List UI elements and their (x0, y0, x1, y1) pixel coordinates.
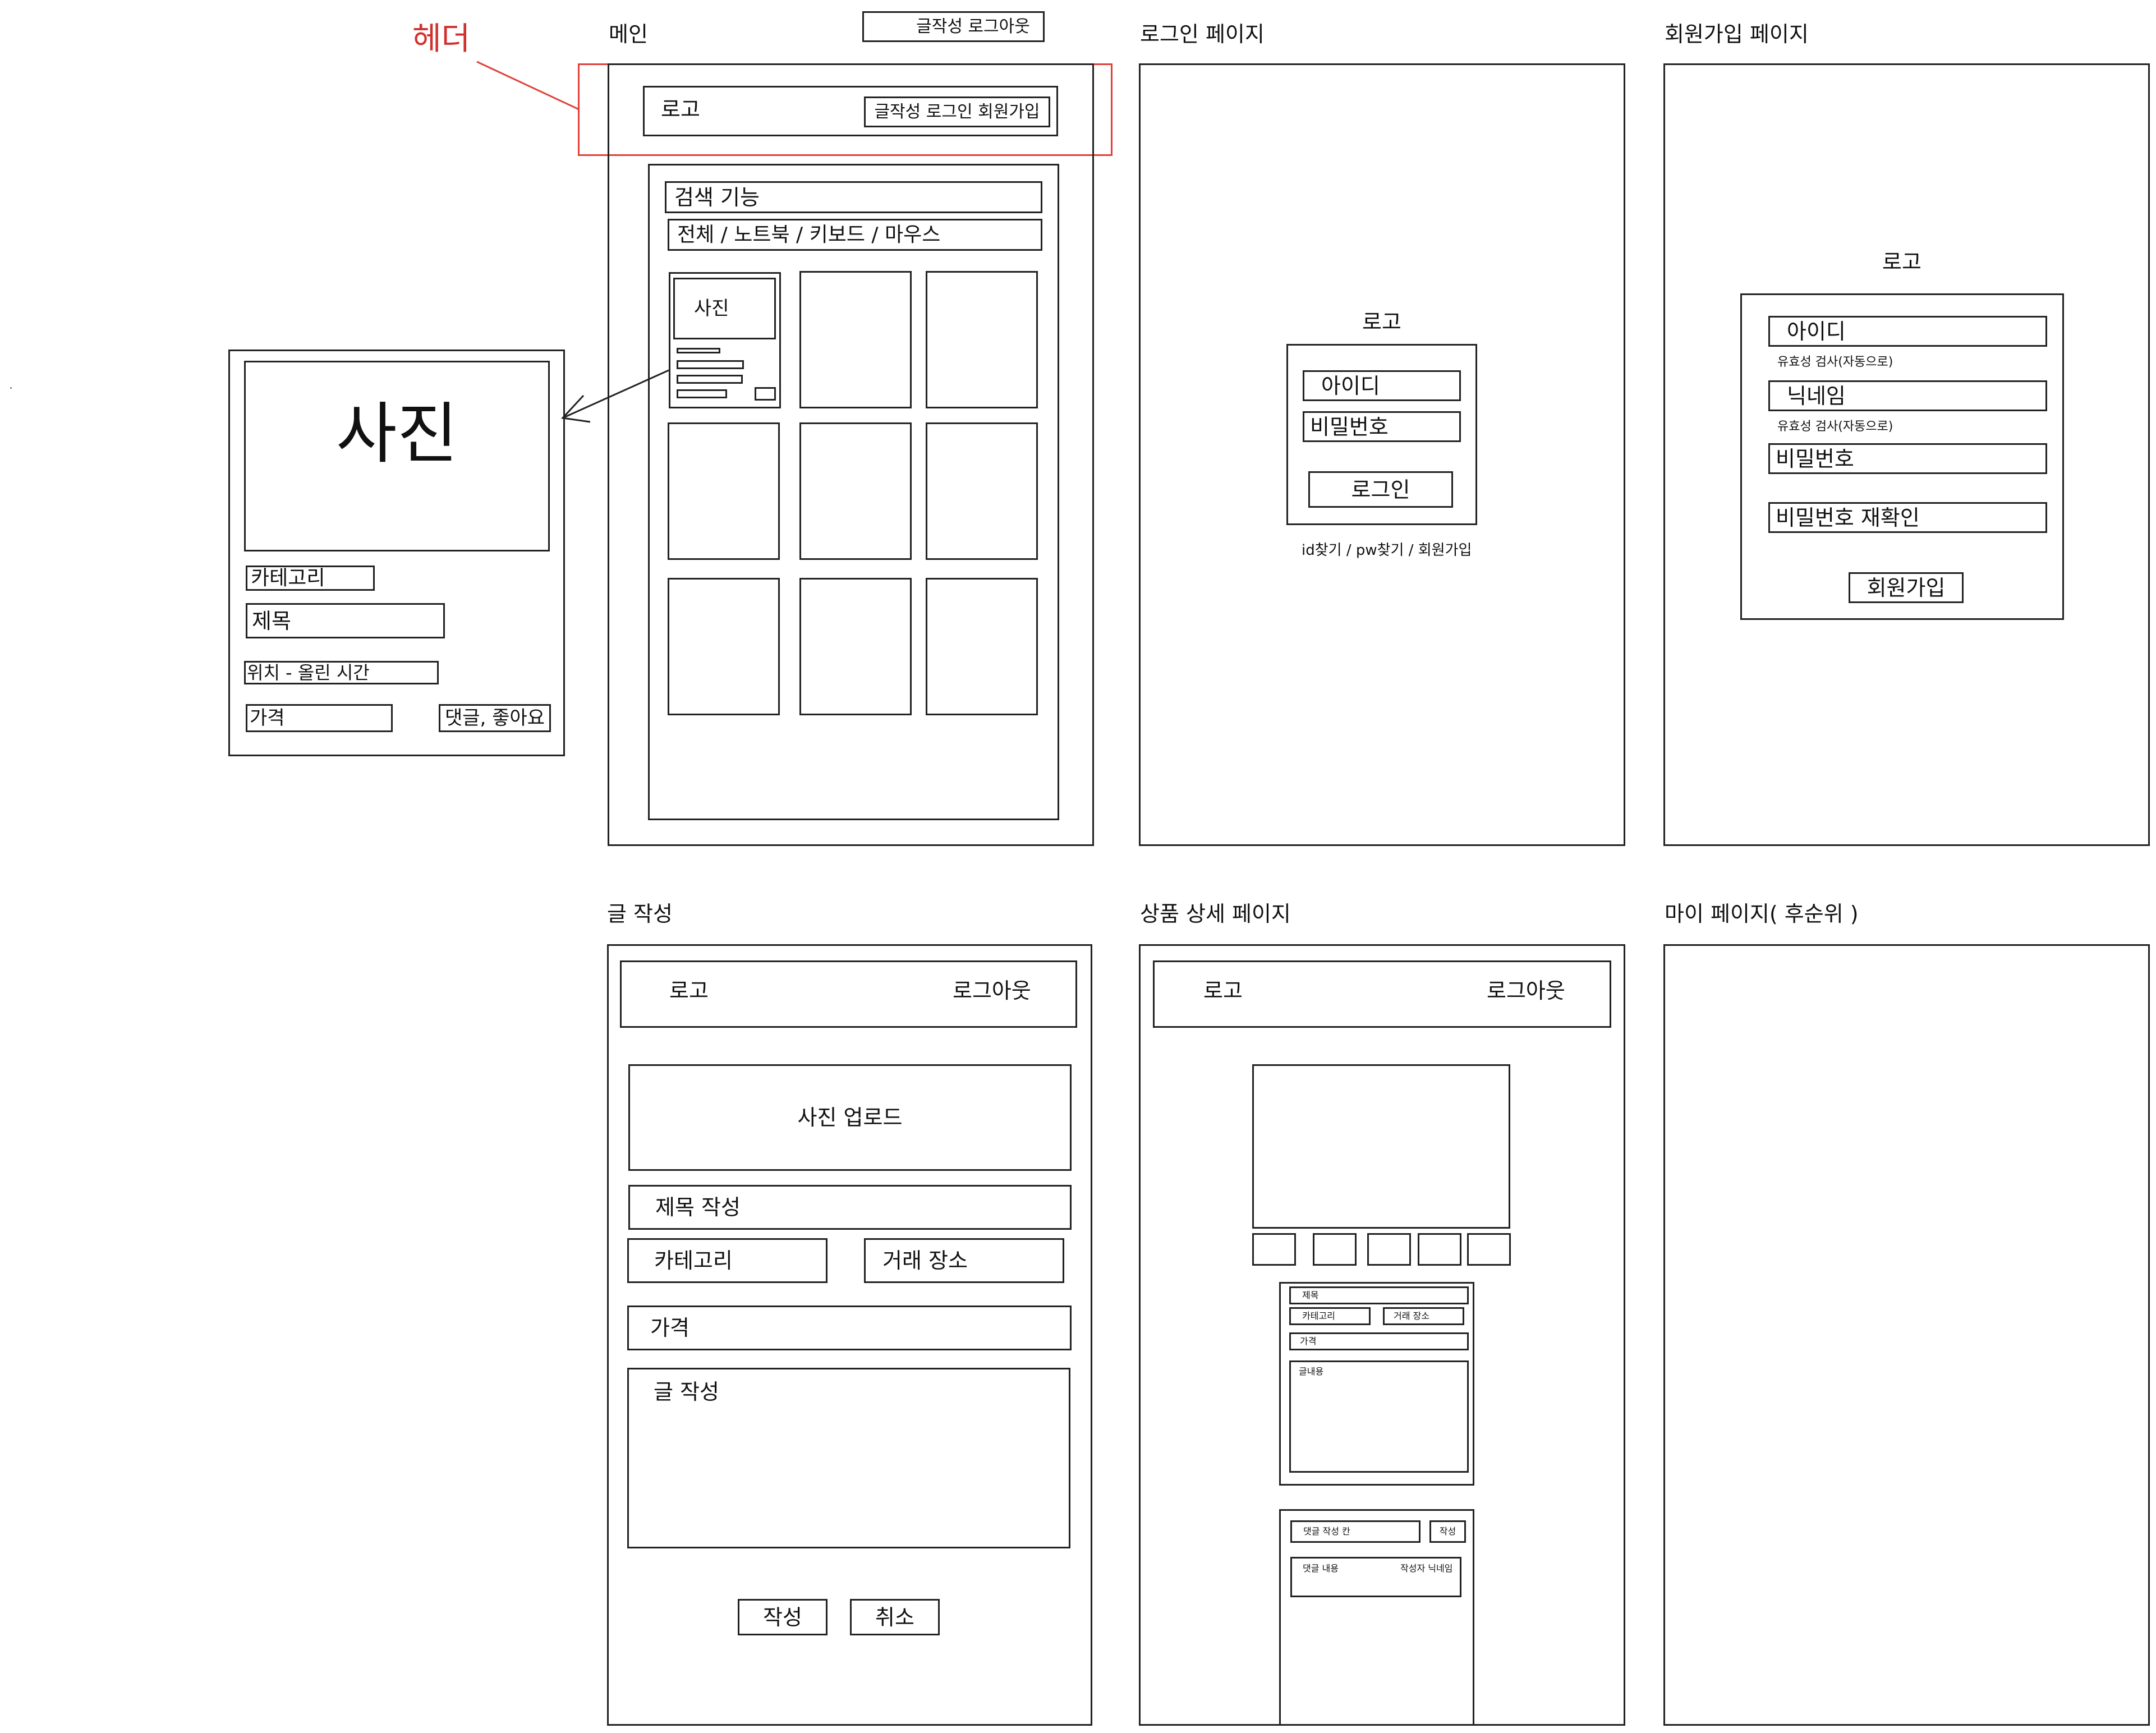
product-card[interactable] (669, 272, 781, 408)
product-card[interactable] (926, 271, 1038, 408)
product-card[interactable] (799, 422, 912, 560)
signup-logo: 로고 (1882, 250, 1921, 274)
main-header (643, 86, 1058, 136)
detail-comment-input[interactable]: 댓글 작성 칸 (1290, 1520, 1421, 1543)
main-header-links[interactable]: 글작성 로그인 회원가입 (864, 96, 1050, 127)
card-detail-frame (228, 350, 565, 756)
main-content (648, 164, 1059, 820)
detail-info-box (1279, 1282, 1474, 1486)
write-logout[interactable]: 로그아웃 (953, 978, 1031, 1003)
write-price-input[interactable]: 가격 (627, 1306, 1072, 1350)
signup-frame (1663, 63, 2150, 846)
card-detail-comments-likes: 댓글, 좋아요 (439, 704, 551, 732)
signup-id-field[interactable]: 아이디 (1768, 316, 2047, 347)
stray-dot (10, 387, 12, 389)
detail-comment-box (1279, 1509, 1474, 1726)
write-logo[interactable]: 로고 (669, 978, 709, 1003)
product-card[interactable] (799, 578, 912, 715)
header-variant-label: 글작성 로그아웃 (916, 16, 1030, 36)
detail-comment-item (1290, 1557, 1461, 1597)
main-frame (608, 63, 1094, 846)
card-detail-title: 제목 (246, 603, 445, 638)
login-frame (1139, 63, 1625, 846)
detail-info-content-label: 글내용 (1299, 1366, 1324, 1377)
detail-info-price: 가격 (1289, 1332, 1469, 1350)
product-card[interactable] (926, 422, 1038, 560)
write-content-input[interactable] (627, 1368, 1070, 1548)
detail-thumbnail[interactable] (1418, 1233, 1461, 1266)
login-logo: 로고 (1362, 310, 1401, 334)
card-line-2 (677, 360, 744, 369)
header-variant-box: 글작성 로그아웃 (862, 11, 1045, 42)
detail-header (1153, 960, 1611, 1028)
mypage-title: 마이 페이지( 후순위 ) (1665, 902, 1859, 926)
card-line-3 (677, 375, 743, 384)
write-place-input[interactable]: 거래 장소 (864, 1238, 1064, 1283)
login-password-field[interactable]: 비밀번호 (1303, 411, 1461, 442)
detail-thumbnail[interactable] (1467, 1233, 1511, 1266)
main-page-title: 메인 (609, 22, 648, 47)
login-page-title: 로그인 페이지 (1140, 22, 1265, 47)
card-detail-category: 카테고리 (246, 566, 375, 591)
main-logo[interactable]: 로고 (661, 97, 700, 122)
search-bar[interactable]: 검색 기능 (665, 181, 1042, 213)
write-submit-button[interactable]: 작성 (738, 1599, 828, 1635)
detail-info-title: 제목 (1289, 1286, 1469, 1304)
detail-comment-content: 댓글 내용 (1303, 1563, 1339, 1574)
write-category-input[interactable]: 카테고리 (627, 1238, 828, 1283)
signup-page-title: 회원가입 페이지 (1665, 22, 1809, 47)
write-content-label: 글 작성 (654, 1380, 719, 1404)
card-line-1 (677, 348, 720, 353)
card-line-4 (677, 389, 727, 398)
detail-info-category: 카테고리 (1289, 1307, 1371, 1325)
login-links[interactable]: id찾기 / pw찾기 / 회원가입 (1302, 542, 1472, 559)
product-card[interactable] (799, 271, 912, 408)
detail-comment-author: 작성자 닉네임 (1400, 1563, 1453, 1574)
login-box (1286, 344, 1477, 525)
detail-thumbnail[interactable] (1252, 1233, 1296, 1266)
signup-password-field[interactable]: 비밀번호 (1768, 443, 2047, 474)
signup-box (1740, 293, 2064, 620)
detail-info-place: 거래 장소 (1383, 1307, 1464, 1325)
header-annotation-label: 헤더 (412, 21, 471, 57)
product-card[interactable] (668, 578, 780, 715)
write-page-title: 글 작성 (607, 902, 673, 926)
detail-thumbnail[interactable] (1313, 1233, 1357, 1266)
card-detail-price: 가격 (246, 704, 393, 732)
detail-main-photo (1252, 1064, 1510, 1229)
detail-thumbnail[interactable] (1367, 1233, 1411, 1266)
card-detail-location-time: 위치 - 올린 시간 (244, 661, 439, 684)
product-card[interactable] (926, 578, 1038, 715)
login-id-field[interactable]: 아이디 (1303, 370, 1461, 401)
detail-logo[interactable]: 로고 (1203, 978, 1243, 1003)
product-card-photo: 사진 (673, 278, 776, 339)
login-button[interactable]: 로그인 (1308, 471, 1453, 508)
product-card[interactable] (668, 422, 780, 560)
write-title-input[interactable]: 제목 작성 (628, 1185, 1072, 1230)
write-cancel-button[interactable]: 취소 (850, 1599, 940, 1635)
signup-id-hint: 유효성 검사(자동으로) (1777, 355, 1893, 369)
write-photo-upload[interactable]: 사진 업로드 (628, 1064, 1072, 1171)
detail-logout[interactable]: 로그아웃 (1487, 978, 1565, 1003)
mypage-frame (1663, 944, 2150, 1726)
detail-page-title: 상품 상세 페이지 (1140, 902, 1291, 926)
write-header (620, 960, 1077, 1028)
signup-nickname-hint: 유효성 검사(자동으로) (1777, 420, 1893, 434)
category-filter[interactable]: 전체 / 노트북 / 키보드 / 마우스 (668, 219, 1042, 251)
signup-nickname-field[interactable]: 닉네임 (1768, 380, 2047, 411)
detail-comment-submit[interactable]: 작성 (1429, 1520, 1466, 1543)
signup-password-confirm-field[interactable]: 비밀번호 재확인 (1768, 502, 2047, 533)
signup-button[interactable]: 회원가입 (1849, 572, 1964, 603)
detail-info-content (1289, 1360, 1469, 1473)
write-frame (607, 944, 1092, 1726)
card-line-5 (755, 387, 776, 401)
card-detail-photo: 사진 (244, 361, 550, 551)
